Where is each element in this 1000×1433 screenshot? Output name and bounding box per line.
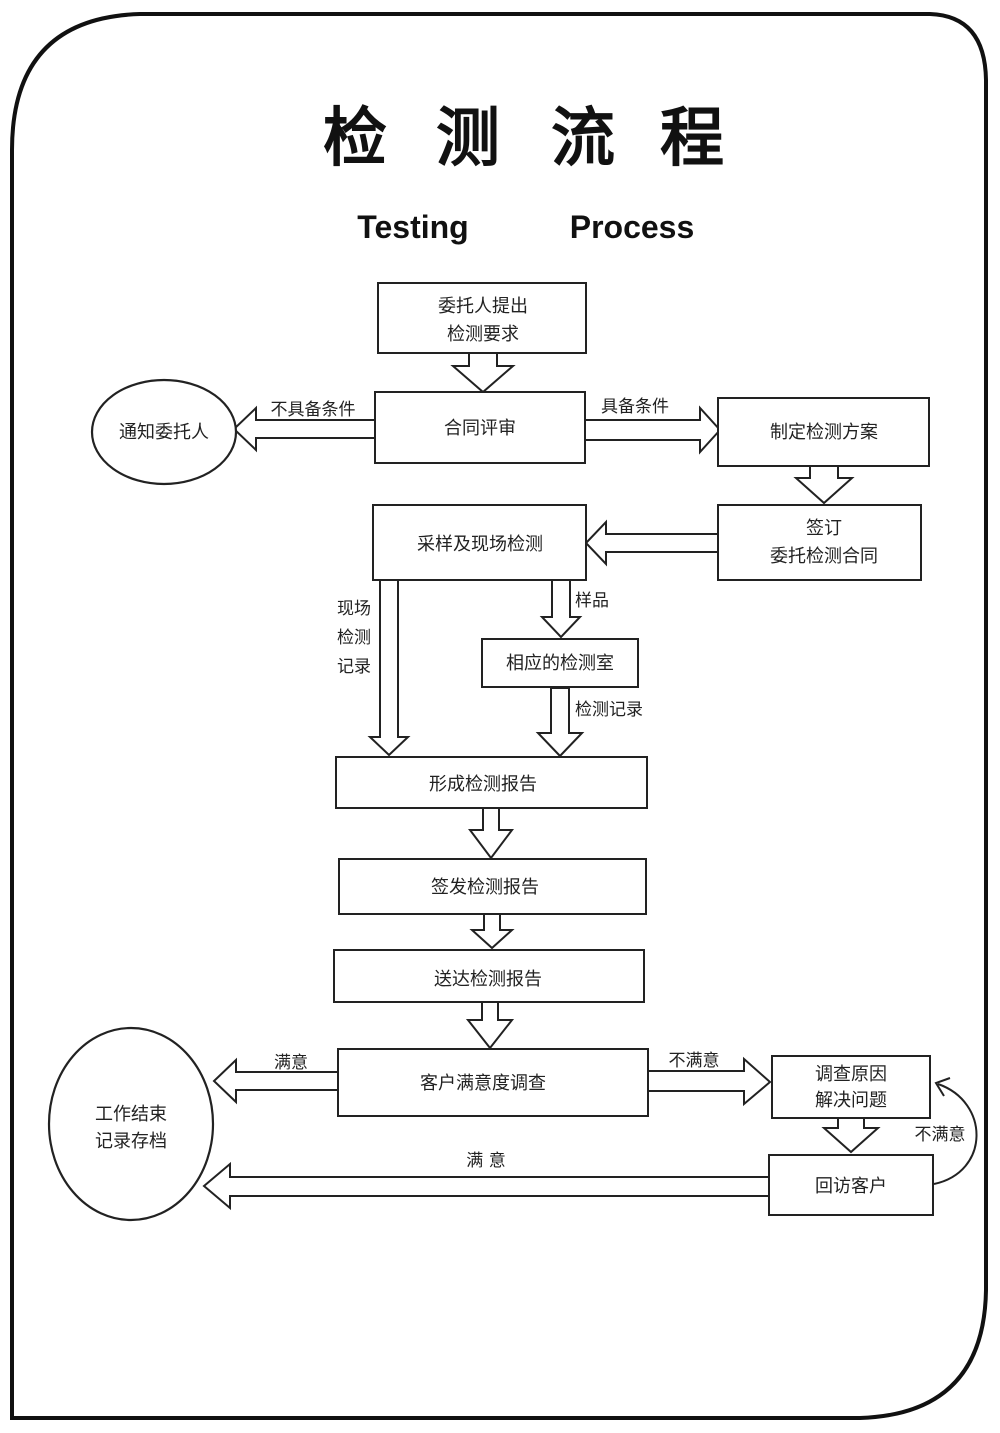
node-sign-contract-line-2: 委托检测合同	[770, 546, 878, 567]
node-notify-client	[90, 378, 238, 486]
arrow-lab-to-report	[535, 687, 585, 758]
arrow-review-to-plan	[584, 405, 722, 455]
arrow-form-to-issue	[468, 807, 514, 860]
edge-label-not-satisfied-right: 不满意	[669, 1051, 720, 1071]
edge-label-satisfied-left: 满意	[274, 1053, 308, 1073]
edge-label-qualified: 具备条件	[601, 397, 669, 417]
title-cn-char-3: 流	[551, 101, 615, 176]
node-notify-client-label: 通知委托人	[119, 422, 209, 443]
node-sign-contract-line-1: 签订	[806, 518, 842, 539]
arrow-survey-to-investigate	[647, 1056, 772, 1107]
node-investigate	[771, 1055, 931, 1119]
arrow-revisit-to-investigate-loop-head	[934, 1077, 951, 1097]
arrow-investigate-to-revisit	[821, 1117, 881, 1154]
edge-label-test-record: 检测记录	[575, 700, 643, 720]
title-cn-char-4: 程	[660, 101, 724, 176]
node-revisit	[768, 1154, 934, 1216]
node-lab	[481, 638, 639, 688]
arrow-sampling-to-report	[367, 579, 411, 757]
arrow-survey-to-finish	[212, 1057, 339, 1105]
arrow-review-to-notify	[232, 405, 376, 453]
title-cn-char-2: 测	[436, 101, 500, 176]
node-deliver-report	[333, 949, 645, 1003]
node-client-request	[377, 282, 587, 354]
arrow-sign-to-sampling	[584, 519, 719, 567]
arrow-request-to-review	[450, 351, 516, 394]
node-issue-report	[338, 858, 647, 915]
node-form-report	[335, 756, 648, 809]
node-revisit-label: 回访客户	[815, 1176, 887, 1197]
page-frame	[10, 12, 988, 1420]
title-en-word-1: Testing	[357, 209, 468, 245]
node-finish-line-2: 记录存档	[95, 1131, 167, 1152]
edge-label-site-record-1: 现场	[337, 599, 371, 619]
node-finish-line-1: 工作结束	[95, 1104, 167, 1125]
arrow-issue-to-deliver	[469, 913, 515, 950]
node-contract-review-label: 合同评审	[444, 418, 516, 439]
node-sampling	[372, 504, 587, 581]
node-client-request-line-1: 委托人提出	[438, 296, 528, 317]
node-contract-review	[374, 391, 586, 464]
title-cn: 检 测 流 程	[323, 101, 724, 176]
node-form-report-label: 形成检测报告	[429, 774, 537, 795]
arrow-revisit-to-finish	[202, 1161, 770, 1211]
node-make-plan-label: 制定检测方案	[770, 422, 878, 443]
node-sampling-label: 采样及现场检测	[417, 534, 543, 555]
node-investigate-line-1: 调查原因	[815, 1064, 887, 1085]
arrow-revisit-to-investigate-loop	[933, 1083, 978, 1185]
node-satisfaction-survey	[337, 1048, 649, 1117]
arrow-sampling-to-lab	[539, 579, 583, 639]
node-deliver-report-label: 送达检测报告	[434, 969, 542, 990]
edge-label-sample: 样品	[575, 591, 609, 611]
title-cn-char-1: 检	[323, 101, 387, 176]
title-en-word-2: Process	[570, 209, 695, 245]
title-en: Testing Process	[357, 209, 694, 245]
edge-label-not-satisfied-loop: 不满意	[915, 1125, 966, 1145]
node-issue-report-label: 签发检测报告	[431, 877, 539, 898]
edge-label-not-qualified: 不具备条件	[271, 400, 356, 420]
node-satisfaction-survey-label: 客户满意度调查	[420, 1073, 546, 1094]
edge-label-satisfied-bottom: 满 意	[466, 1151, 505, 1171]
node-sign-contract	[717, 504, 922, 581]
arrow-deliver-to-survey	[465, 1001, 515, 1050]
node-client-request-line-2: 检测要求	[447, 324, 519, 345]
edge-label-site-record-3: 记录	[337, 657, 371, 677]
node-investigate-line-2: 解决问题	[815, 1090, 887, 1111]
node-lab-label: 相应的检测室	[506, 653, 614, 674]
edge-label-site-record-2: 检测	[337, 628, 371, 648]
node-make-plan	[717, 397, 930, 467]
arrow-plan-to-sign	[793, 465, 855, 505]
node-finish	[47, 1026, 215, 1222]
